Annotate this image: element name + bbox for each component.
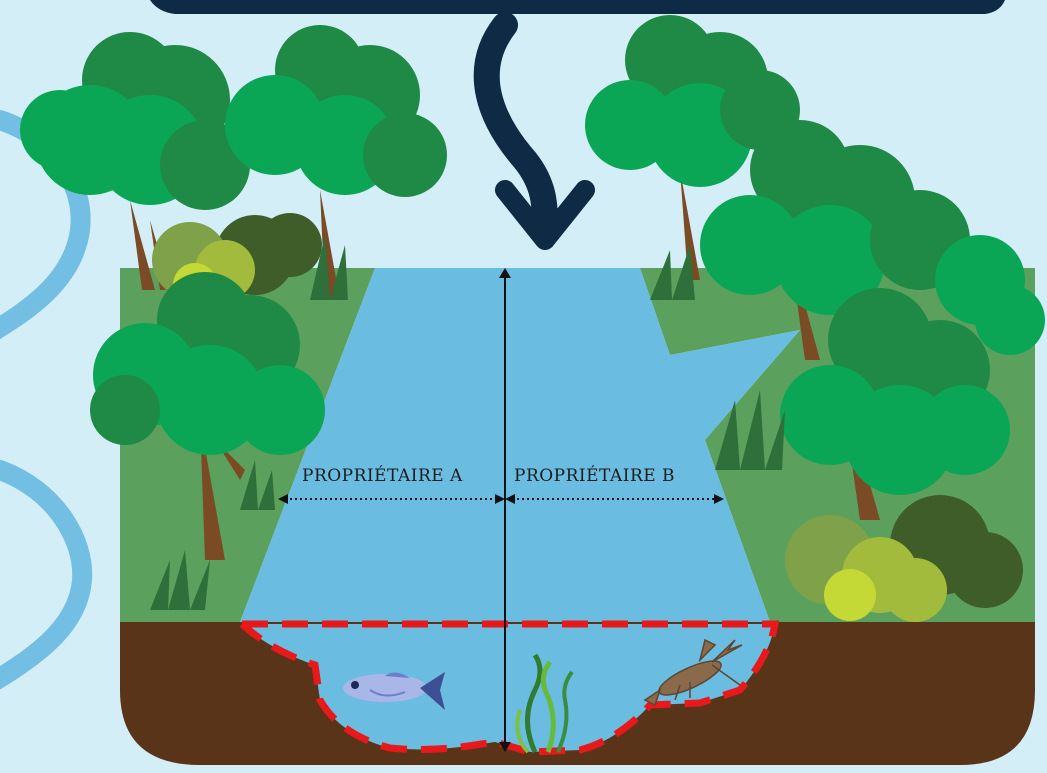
tree-canopy — [225, 25, 447, 197]
left-wave-river-bottom — [0, 470, 82, 690]
tree-canopy — [20, 32, 250, 210]
curved-down-arrow-icon — [487, 25, 585, 240]
owner-b-label: PROPRIÉTAIRE B — [514, 465, 675, 486]
top-banner — [150, 0, 1005, 14]
owner-a-label: PROPRIÉTAIRE A — [302, 465, 463, 486]
